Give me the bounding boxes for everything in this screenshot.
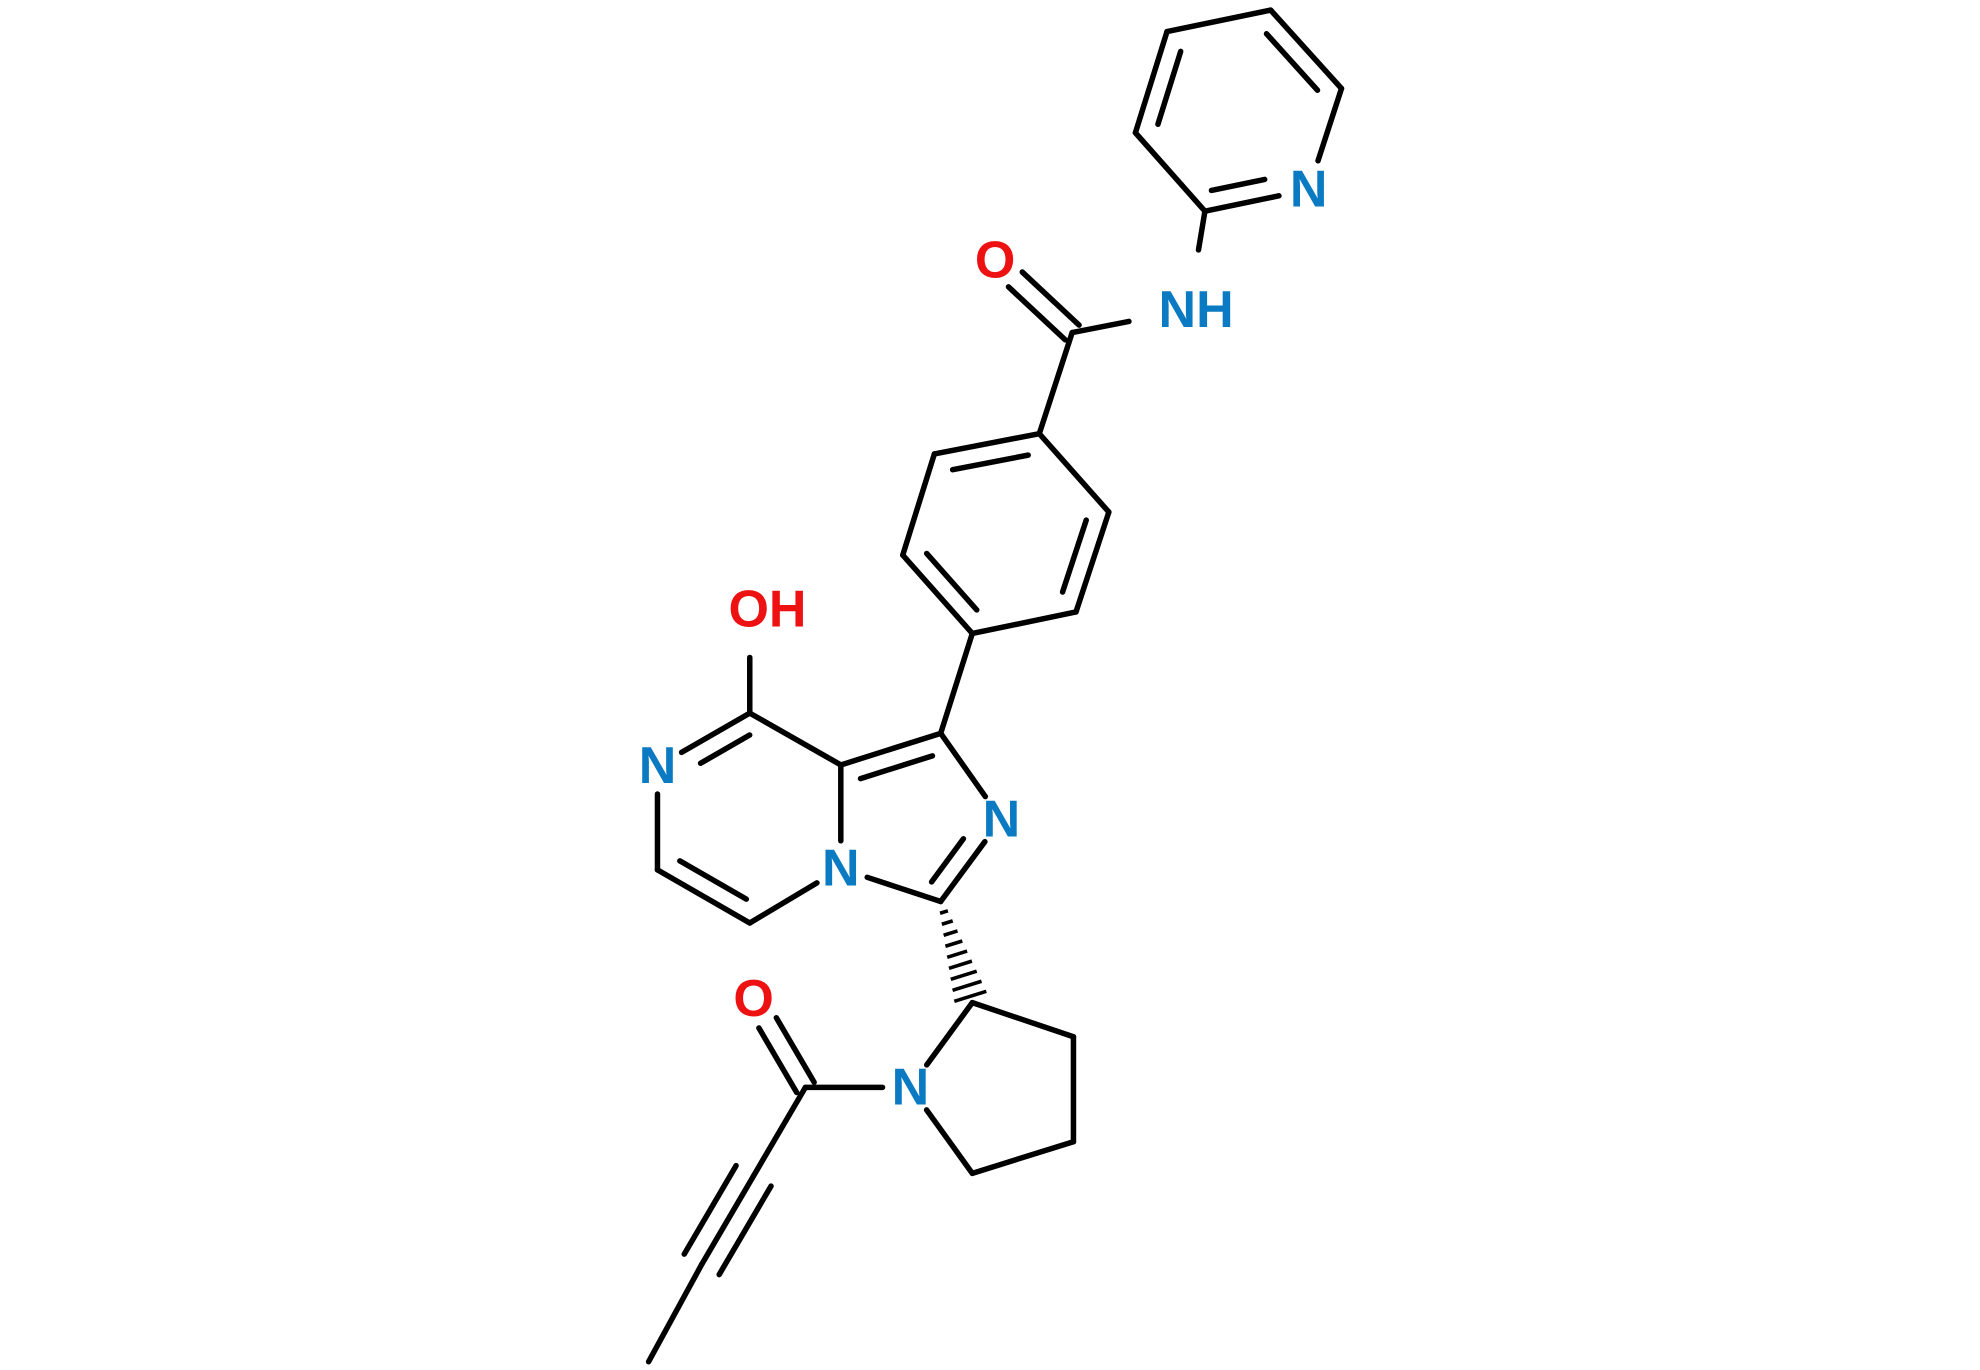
bond-t1-t2-b [716,1183,774,1278]
bond-b4-b5-inner [923,550,980,613]
bond-N2-c3 [937,838,988,905]
bond-c6-c5 [654,867,753,926]
bond-b1-b2 [1036,430,1112,515]
bond-c8a-c8 [747,710,844,768]
bond-c8a-c1 [838,730,944,768]
stereo-hash-5 [946,949,968,960]
bond-Cc-O1-a [1019,269,1082,328]
bond-t2-me [645,1261,705,1365]
stereo-hash-2 [941,919,954,926]
bond-b3-b4 [969,609,1079,637]
bond-pN-p4-inner [1208,176,1268,194]
atom-label-n-pyrazine: N [639,737,677,795]
stereo-hash-6 [948,959,973,971]
bond-c6-c5-inner [677,858,750,902]
bond-N2-c3-inner [928,836,967,885]
bond-Ca-t1 [750,1084,809,1179]
bond-b2-b3-inner [1059,517,1089,595]
bond-p4-NH [1195,208,1208,253]
bond-b4-b5 [900,552,976,637]
bond-t1-t2 [698,1173,757,1268]
bond-t1-t2-a [681,1162,739,1257]
bond-r5-r1 [969,999,1077,1040]
stereo-hash-7 [950,969,978,982]
bond-Cc-O1-b [1005,284,1069,343]
bond-NH-Cc [1069,318,1132,336]
bond-p5-p6-inner [1155,48,1184,128]
atom-label-nh-amide: NH [1159,281,1234,339]
bond-c8-N7-inner [697,732,753,767]
atom-label-o-amide: O [975,231,1015,289]
bond-c1-N2 [937,730,989,800]
bond-Np-r3 [923,1107,976,1177]
bond-Ca-O2-b [756,1025,800,1096]
atom-labels: N NH O OH N N N O N [639,161,1328,1117]
bond-p4-p5 [1132,130,1208,214]
bond-p2-pN [1315,85,1345,164]
bond-p1-p2 [1267,7,1345,92]
atom-label-n-pyrrolidine: N [892,1058,930,1116]
bond-pN-p4 [1202,193,1282,214]
atom-label-oh-hydroxy: OH [728,580,806,638]
stereo-hash-8 [952,979,983,993]
bond-c5-N4 [747,880,820,926]
stereo-hash-9 [953,989,987,1004]
bond-Cc-b1 [1036,329,1075,437]
stereo-hash-4 [944,939,963,948]
bond-r1-Np [924,999,976,1068]
bond-c8a-c1-inner [857,753,936,782]
bond-b2-b3 [1073,509,1112,615]
bonds [645,7,1345,1365]
atom-label-n-imidazole: N [983,790,1021,848]
bond-p5-p6 [1132,28,1170,136]
bond-b5-b6 [900,451,938,558]
atom-label-n-bridge: N [822,840,860,898]
bond-p1-p2-inner [1263,31,1321,93]
bond-c8-N7 [678,710,753,756]
bond-r3-r4 [969,1138,1077,1177]
bond-b4-c1 [937,630,976,737]
bond-Ca-O2-a [773,1014,817,1085]
stereo-hash-3 [943,929,959,937]
atom-label-n-pyr: N [1290,161,1328,219]
bond-c3-N4 [864,874,944,905]
atom-label-o-acyl: O [733,970,773,1028]
bond-p6-p1 [1164,7,1274,35]
bond-b6-b1-inner [949,452,1031,473]
stereo-hash-1 [939,909,949,915]
bond-b6-b1 [931,430,1043,457]
